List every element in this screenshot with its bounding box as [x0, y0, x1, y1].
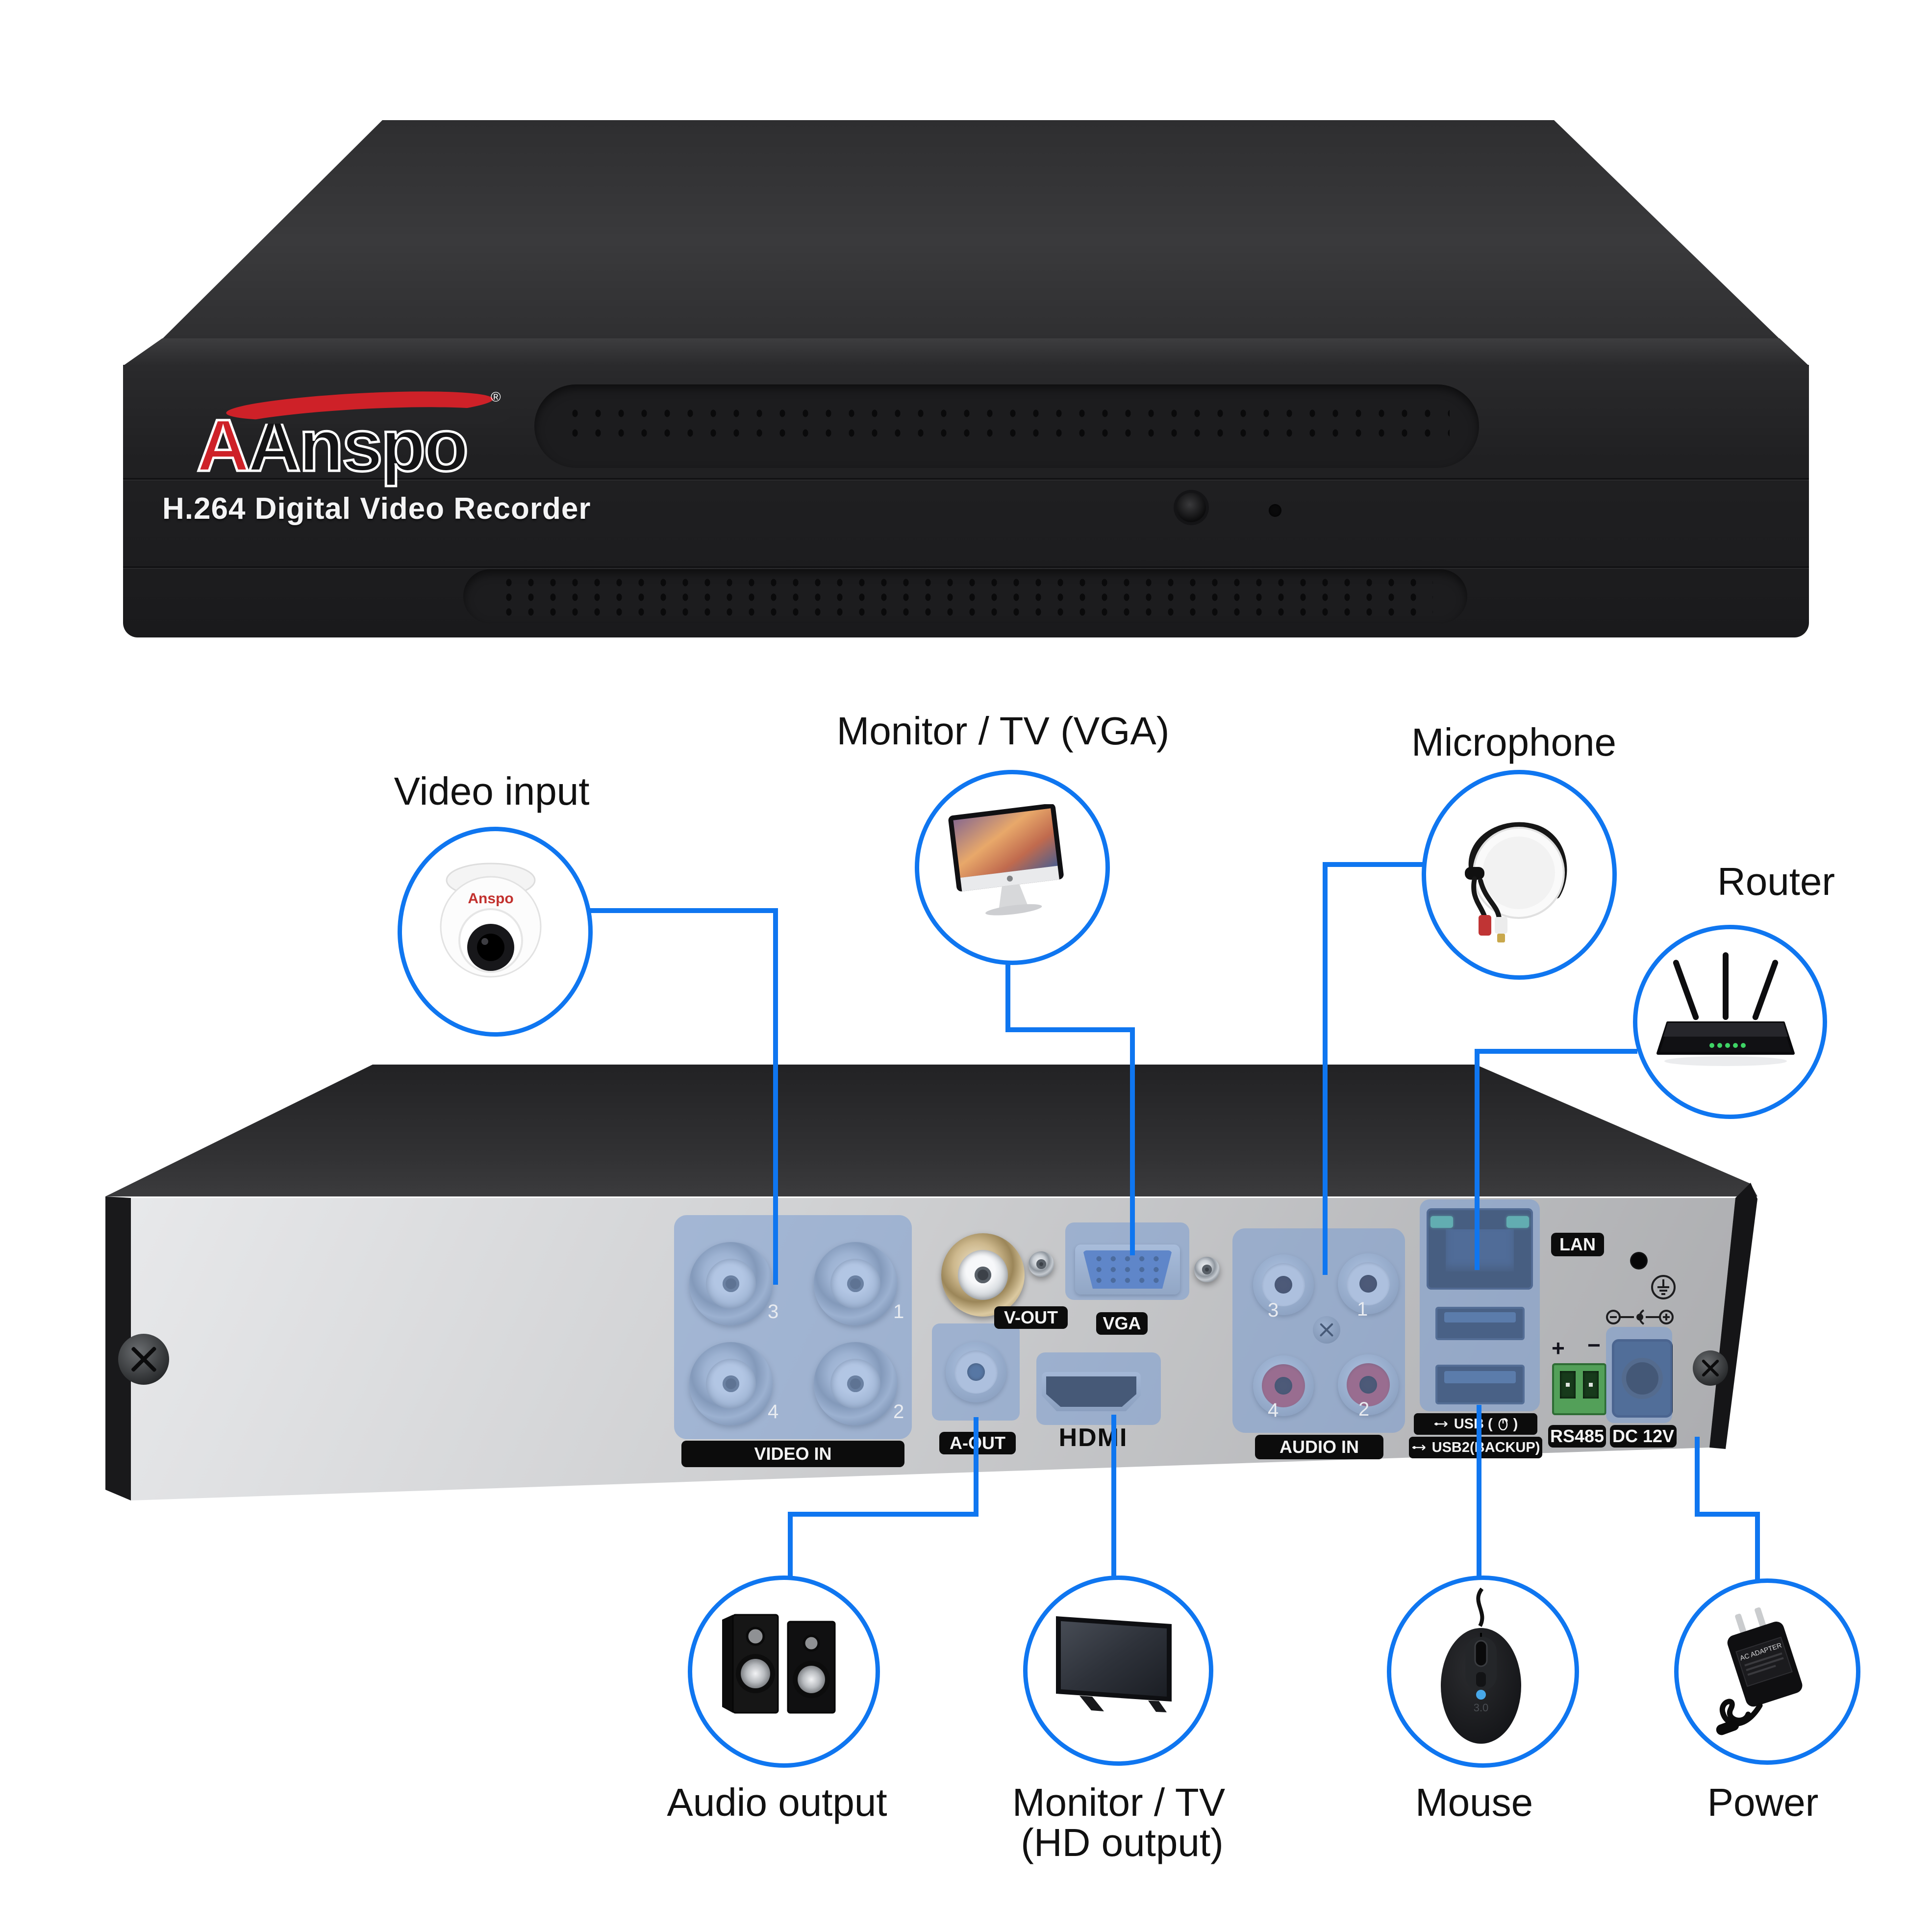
mouse-icon: 3.0 — [1441, 1588, 1521, 1744]
router-icon — [1656, 952, 1795, 1066]
front-vent-lower — [463, 569, 1467, 623]
led-indicator — [1269, 504, 1281, 517]
audio-in-label: AUDIO IN — [1255, 1435, 1383, 1459]
label-audio-output: Audio output — [667, 1780, 887, 1824]
dvr-front-bevel — [123, 338, 1809, 366]
callout-circle-microphone — [1422, 770, 1617, 980]
label-monitor-hd-line1: Monitor / TV — [1012, 1780, 1226, 1824]
connector-microphone — [1323, 862, 1424, 1275]
connector-audio-output — [788, 1417, 979, 1577]
imac-icon — [948, 804, 1064, 915]
highlight-a-out — [932, 1323, 1020, 1421]
video-in-number: 2 — [893, 1401, 904, 1423]
usb1-label: USB ( ) — [1414, 1413, 1537, 1435]
label-video-input: Video input — [394, 769, 590, 813]
dvr-rear-top-surface — [105, 1065, 1757, 1196]
polarity-icon — [1606, 1309, 1674, 1325]
anspo-logo: AAnspo ® — [187, 384, 530, 497]
vent-row — [564, 407, 1450, 420]
video-in-number: 1 — [893, 1301, 904, 1322]
front-groove — [123, 478, 1809, 480]
vent-row — [564, 427, 1450, 439]
usb-icon — [1434, 1421, 1448, 1427]
highlight-vga — [1065, 1222, 1189, 1300]
v-out-label: V-OUT — [994, 1306, 1068, 1329]
usb1-label-close: ) — [1513, 1416, 1518, 1432]
audio-in-number: 4 — [1268, 1399, 1279, 1421]
connector-power — [1695, 1437, 1760, 1580]
audio-in-number: 2 — [1358, 1398, 1370, 1420]
ground-icon — [1651, 1275, 1676, 1299]
rs485-plus-label: + — [1552, 1335, 1565, 1361]
bnc-v-out — [941, 1233, 1025, 1317]
vga-label: VGA — [1096, 1312, 1148, 1335]
highlight-audio-in — [1232, 1228, 1405, 1433]
label-power: Power — [1707, 1780, 1819, 1824]
mouse-badge-text: 3.0 — [1474, 1702, 1489, 1714]
registered-mark: ® — [491, 389, 501, 405]
microphone-icon — [1465, 822, 1567, 942]
ir-sensor — [1177, 493, 1206, 522]
callout-circle-audio-output — [688, 1576, 880, 1768]
usb1-label-text: USB ( — [1454, 1416, 1493, 1432]
panel-screw-left — [118, 1334, 169, 1385]
highlight-hdmi — [1036, 1352, 1161, 1425]
speakers-icon — [722, 1614, 836, 1714]
usb2-label: USB2(BACKUP) — [1409, 1437, 1542, 1458]
power-adapter-icon: AC ADAPTER — [1716, 1607, 1803, 1735]
tv-icon — [1056, 1616, 1172, 1712]
front-subtitle: H.264 Digital Video Recorder — [162, 492, 591, 526]
dvr-front-face: AAnspo ® H.264 Digital Video Recorder — [123, 365, 1809, 637]
audio-jack-nut — [1194, 1257, 1220, 1282]
panel-screw-right — [1693, 1350, 1728, 1386]
rs485-label: RS485 — [1548, 1425, 1606, 1448]
audio-jack-nut — [1029, 1251, 1054, 1277]
dc-12v-label: DC 12V — [1610, 1425, 1677, 1448]
dvr-front-top-surface — [162, 120, 1780, 339]
connector-monitor-vga — [1005, 954, 1135, 1255]
front-groove — [123, 566, 1809, 568]
audio-in-number: 3 — [1268, 1299, 1279, 1321]
lan-label: LAN — [1551, 1233, 1604, 1256]
label-monitor-vga: Monitor / TV (VGA) — [836, 709, 1170, 753]
camera-brand-text: Anspo — [468, 890, 513, 907]
audio-in-number: 1 — [1357, 1298, 1368, 1320]
mouse-symbol-icon — [1498, 1418, 1508, 1430]
usb2-label-text: USB2(BACKUP) — [1431, 1439, 1540, 1455]
connector-video-input — [581, 908, 778, 1285]
vent-row — [498, 576, 1433, 588]
label-router: Router — [1717, 860, 1835, 903]
highlight-lan-usb — [1420, 1199, 1540, 1411]
reset-hole — [1630, 1252, 1648, 1270]
usb-icon — [1412, 1445, 1426, 1450]
label-microphone: Microphone — [1411, 720, 1616, 764]
dome-camera-icon: Anspo — [440, 863, 542, 978]
highlight-video-in — [674, 1215, 912, 1439]
rs485-minus-label: − — [1587, 1332, 1601, 1358]
label-monitor-hd-line2: (HD output) — [1021, 1821, 1224, 1864]
video-in-label: VIDEO IN — [681, 1441, 904, 1467]
video-in-number: 3 — [768, 1301, 779, 1322]
front-vent-upper — [534, 384, 1479, 468]
vent-row — [498, 606, 1433, 617]
vent-row — [498, 591, 1433, 603]
video-in-number: 4 — [768, 1401, 779, 1423]
rs485-terminal — [1552, 1363, 1606, 1415]
connector-router — [1475, 1049, 1637, 1270]
highlight-dc — [1606, 1327, 1672, 1423]
label-mouse: Mouse — [1415, 1780, 1533, 1824]
